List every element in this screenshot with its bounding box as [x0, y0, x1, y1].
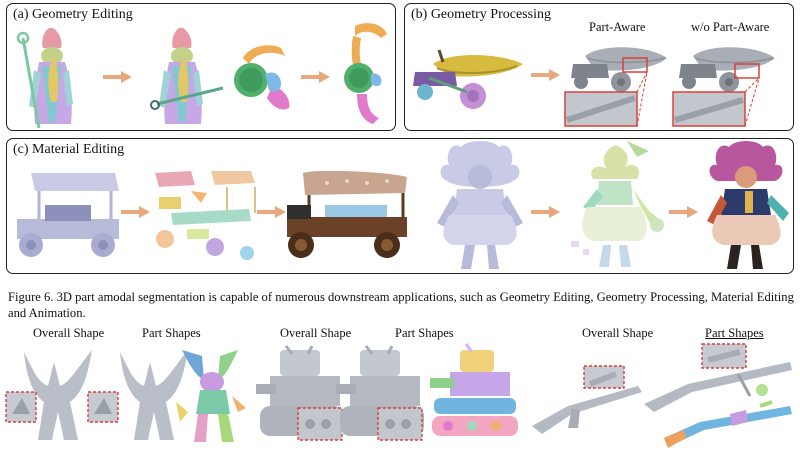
part-aware-model: [564, 47, 667, 127]
label-part-shapes: Part Shapes: [142, 326, 201, 340]
arrow-icon: [669, 206, 698, 218]
label-overall-shape: Overall Shape: [582, 326, 654, 340]
truck-gray-model: [17, 173, 119, 257]
arrow-icon: [257, 206, 286, 218]
watch-original: [234, 45, 290, 110]
rifle-overall-shape: [532, 365, 642, 434]
bishop-figure-original: [16, 28, 73, 129]
label-overall-shape: Overall Shape: [33, 326, 105, 340]
truck-textured-model: [287, 170, 407, 258]
label-part-shapes: Part Shapes: [705, 326, 764, 340]
dragon-part-shapes-colored: [176, 350, 246, 442]
tank-overall-shape: [256, 345, 344, 441]
label-part-aware: Part-Aware: [589, 20, 646, 34]
monster-exploded-parts: [571, 141, 664, 267]
arrow-icon: [531, 206, 560, 218]
truck-exploded-parts: [155, 171, 256, 260]
rifle-overall-shape-2: [644, 343, 792, 448]
panel-title: (c) Material Editing: [13, 142, 125, 157]
panel-title: (a) Geometry Editing: [13, 7, 133, 22]
label-overall-shape: Overall Shape: [280, 326, 352, 340]
bishop-figure-edited: [150, 28, 224, 124]
arrow-icon: [531, 69, 560, 81]
dragon-part-shapes-gray: [87, 350, 188, 440]
panel-geometry-editing: (a) Geometry Editing: [6, 3, 396, 131]
figure-caption: Figure 6. 3D part amodal segmentation is…: [8, 290, 794, 320]
panel-geometry-processing: (b) Geometry Processing Part-Aware w/o P…: [404, 3, 794, 131]
panel-material-editing: (c) Material Editing: [6, 138, 794, 274]
monster-gray-model: [437, 141, 523, 269]
arrow-icon: [301, 71, 330, 83]
dragon-overall-shape: [5, 350, 92, 440]
watch-edited: [344, 23, 387, 124]
wo-part-aware-model: [672, 47, 775, 127]
label-part-shapes: Part Shapes: [395, 326, 454, 340]
label-wo-part-aware: w/o Part-Aware: [691, 20, 770, 34]
panel-title: (b) Geometry Processing: [411, 7, 551, 22]
blimp-car-model: [413, 49, 523, 109]
monster-textured-model: [707, 141, 789, 269]
arrow-icon: [121, 206, 150, 218]
tank-part-shapes-gray: [336, 345, 424, 441]
arrow-icon: [103, 71, 132, 83]
tank-part-shapes-colored: [430, 343, 518, 436]
